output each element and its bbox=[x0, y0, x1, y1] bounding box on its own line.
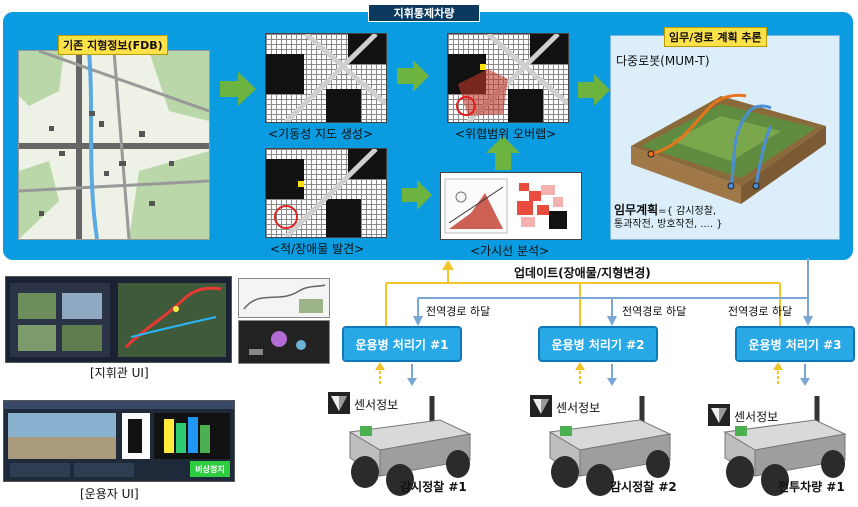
los-analysis-image bbox=[440, 172, 582, 240]
threat-overlap-image bbox=[447, 33, 569, 123]
arrow-threat-to-planning bbox=[578, 74, 610, 110]
robot-vehicle-1 bbox=[330, 392, 480, 501]
fdb-terrain-map bbox=[18, 50, 210, 240]
robot-vehicle-2 bbox=[530, 392, 680, 501]
terrain-3d-graphic bbox=[631, 93, 826, 204]
emergency-stop-button[interactable]: 비상정지 bbox=[190, 461, 230, 477]
robot-vehicle-3 bbox=[705, 392, 855, 501]
mission-planning-box bbox=[610, 35, 840, 240]
sensor-icon bbox=[530, 395, 552, 417]
mobility-map-label: <기동성 지도 생성> bbox=[268, 127, 374, 141]
sensor-icon bbox=[708, 404, 730, 426]
update-arrowhead bbox=[442, 260, 454, 270]
route-down-label-3: 전역경로 하달 bbox=[728, 305, 793, 318]
planning-title: 임무/경로 계획 추론 bbox=[664, 27, 767, 47]
sensor-icon bbox=[328, 392, 350, 414]
sensor-info-label: 센서정보 bbox=[734, 410, 779, 424]
mission-plan-text: 임무계획={ 감시정찰, 통과작전, 방호작전, .... } bbox=[614, 203, 723, 231]
fdb-label: 기존 지형정보(FDB) bbox=[58, 35, 168, 55]
commander-ui-label: [지휘관 UI] bbox=[90, 366, 149, 380]
robot-name-1: 감시정찰 #1 bbox=[400, 480, 467, 494]
robot-name-3: 전투차량 #1 bbox=[778, 480, 845, 494]
operator-processor-1: 운용병 처리기 #1 bbox=[342, 326, 462, 362]
operator-processor-3: 운용병 처리기 #3 bbox=[735, 326, 855, 362]
commander-ui-thumb-1 bbox=[238, 278, 330, 318]
operator-ui-label: [운용자 UI] bbox=[80, 487, 139, 501]
route-down-label-2: 전역경로 하달 bbox=[622, 305, 687, 318]
arrow-los-to-threat bbox=[486, 136, 520, 174]
arrow-obstacle-to-los bbox=[402, 180, 432, 214]
sensor-info-label: 센서정보 bbox=[354, 398, 399, 412]
mobility-map-image bbox=[265, 33, 387, 123]
route-down-label-1: 전역경로 하달 bbox=[426, 305, 491, 318]
robot-name-2: 감시정찰 #2 bbox=[610, 480, 677, 494]
commander-ui-thumb-2 bbox=[238, 320, 330, 364]
obstacle-detect-image bbox=[265, 148, 387, 238]
los-analysis-label: <가시선 분석> bbox=[470, 244, 550, 258]
operator-processor-2: 운용병 처리기 #2 bbox=[538, 326, 658, 362]
arrow-fdb-to-mobility bbox=[220, 72, 256, 110]
mum-t-label: 다중로봇(MUM-T) bbox=[616, 54, 710, 68]
commander-ui-screenshot bbox=[5, 276, 232, 363]
arrow-mobility-to-threat bbox=[397, 60, 429, 96]
sensor-info-label: 센서정보 bbox=[556, 401, 601, 415]
update-label: 업데이트(장애물/지형변경) bbox=[514, 264, 651, 281]
threat-overlap-label: <위협범위 오버랩> bbox=[455, 127, 557, 141]
operator-ui-screenshot: 비상정지 bbox=[3, 400, 235, 482]
fdb-map-graphic bbox=[19, 51, 209, 239]
obstacle-detect-label: <적/장애물 발견> bbox=[270, 242, 365, 256]
panel-title: 지휘통제차량 bbox=[368, 4, 480, 22]
